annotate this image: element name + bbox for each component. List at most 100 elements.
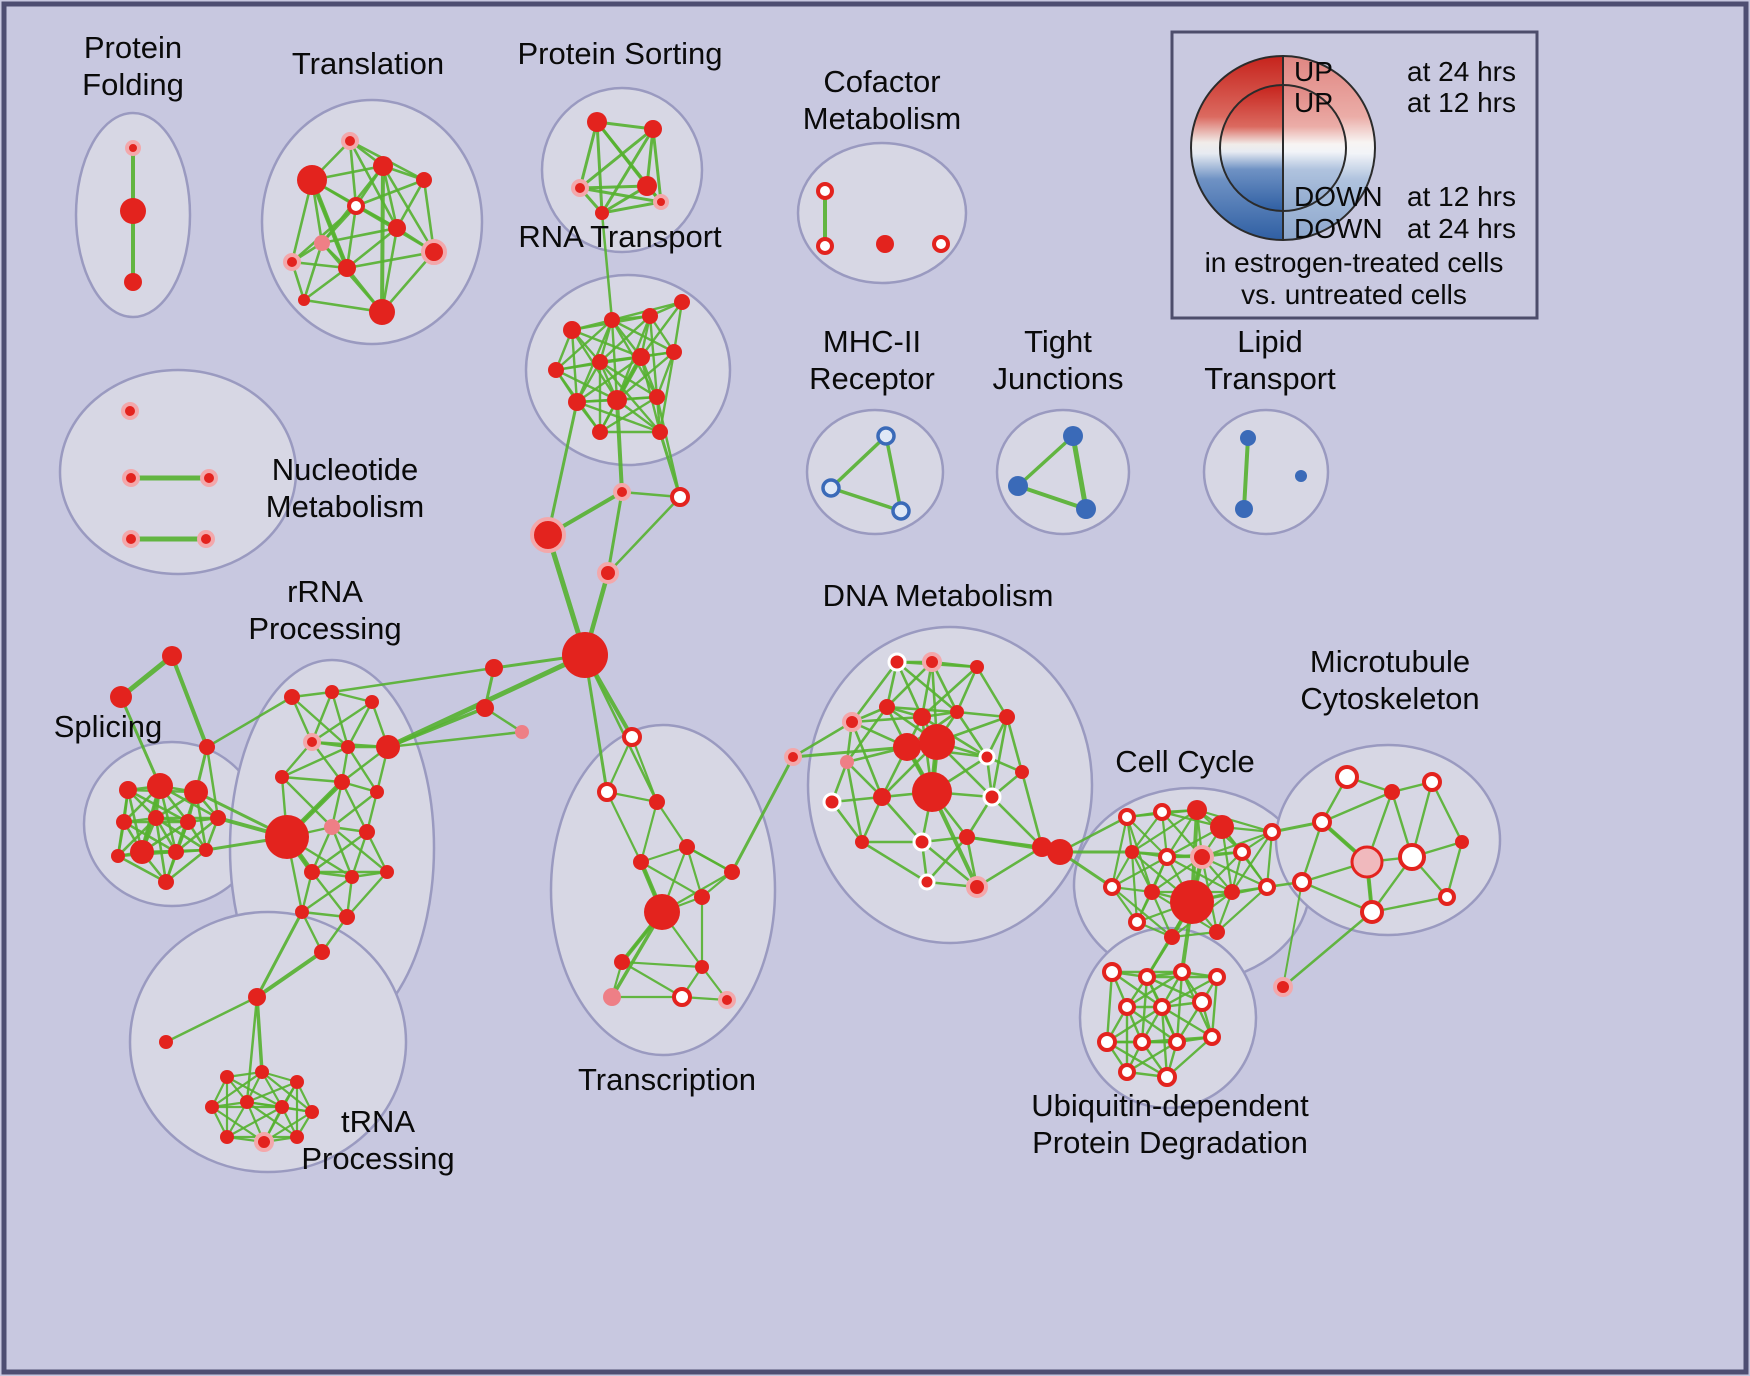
- cluster-ellipse-transcription: [549, 723, 777, 1057]
- network-edge: [730, 755, 795, 874]
- network-edge: [1110, 970, 1164, 1009]
- network-node-cn2: [530, 517, 566, 553]
- network-node-tn3: [255, 1065, 269, 1079]
- network-edge: [651, 127, 663, 204]
- network-node-tr3: [416, 172, 432, 188]
- legend-down-24-time: at 24 hrs: [1407, 213, 1516, 244]
- network-edge: [154, 816, 208, 852]
- network-node-tj0: [1063, 426, 1083, 446]
- network-node-cn4: [562, 632, 608, 678]
- network-node-ub8: [1133, 1033, 1151, 1051]
- network-node-pf2: [124, 273, 142, 291]
- network-edge: [381, 164, 399, 230]
- network-edge: [260, 1070, 314, 1114]
- network-node-lt1: [1235, 500, 1253, 518]
- network-edge: [1105, 1040, 1169, 1079]
- network-edge: [1300, 820, 1324, 884]
- network-node-dm12: [1015, 765, 1029, 779]
- network-edge: [955, 710, 989, 759]
- network-node-rt7: [666, 344, 682, 360]
- network-node-rr13: [345, 870, 359, 884]
- network-node-sp9: [199, 843, 213, 857]
- network-node-ub1: [1138, 968, 1156, 986]
- network-node-cc2: [1187, 800, 1207, 820]
- network-edge: [672, 300, 684, 354]
- network-node-tx7: [614, 954, 630, 970]
- network-node-cc1: [1153, 803, 1171, 821]
- network-edge: [620, 960, 704, 969]
- network-node-rr4: [303, 733, 321, 751]
- network-node-tr5: [314, 235, 330, 251]
- cluster-ellipse-mhc-ii-receptor: [805, 408, 945, 536]
- network-node-tr11: [298, 294, 310, 306]
- network-edge: [955, 710, 1009, 719]
- network-node-ub12: [1157, 1067, 1177, 1087]
- network-node-cc4: [1125, 845, 1139, 859]
- network-node-tr1: [297, 165, 327, 195]
- network-node-cc14: [1128, 913, 1146, 931]
- network-node-ub0: [1102, 962, 1122, 982]
- network-node-dm5: [913, 708, 931, 726]
- network-edge: [1005, 715, 1024, 774]
- network-node-cc10: [1144, 884, 1160, 900]
- network-edge: [1320, 790, 1394, 824]
- network-edge: [575, 355, 643, 404]
- network-node-rt12: [652, 424, 668, 440]
- network-edge: [1160, 1005, 1214, 1039]
- network-edge: [615, 398, 624, 494]
- network-node-ub7: [1097, 1032, 1117, 1052]
- network-edge: [1125, 970, 1184, 1009]
- network-node-nu2: [200, 469, 218, 487]
- network-node-ub6: [1192, 992, 1212, 1012]
- network-edge: [1105, 970, 1114, 1044]
- network-edge: [850, 660, 899, 724]
- network-node-rt5: [592, 354, 608, 370]
- network-node-cn1: [613, 483, 631, 501]
- network-node-sp2: [184, 780, 208, 804]
- cluster-label-translation: Translation: [292, 46, 444, 81]
- network-node-cf3: [932, 235, 950, 253]
- network-node-ps5: [653, 194, 669, 210]
- network-node-tn8: [305, 1105, 319, 1119]
- network-edge: [1282, 881, 1303, 988]
- network-edge: [1281, 910, 1374, 989]
- network-node-dm2: [970, 660, 984, 674]
- network-node-dm15: [912, 772, 952, 812]
- network-edge: [205, 745, 220, 820]
- network-node-tr2: [373, 156, 393, 176]
- network-edge: [600, 127, 655, 215]
- network-edge: [395, 178, 426, 230]
- network-edge: [1150, 890, 1174, 939]
- network-node-sp0: [119, 781, 137, 799]
- network-edge: [975, 665, 1009, 719]
- network-node-tn4: [290, 1075, 304, 1089]
- network-node-tr9: [338, 259, 356, 277]
- network-edge: [255, 910, 304, 999]
- network-node-dm18: [912, 832, 932, 852]
- network-node-cc15: [1164, 929, 1180, 945]
- network-edge: [546, 400, 579, 537]
- network-node-sp1: [147, 773, 173, 799]
- network-edge: [600, 200, 663, 215]
- network-node-ub11: [1118, 1063, 1136, 1081]
- network-node-cc8: [1263, 823, 1281, 841]
- network-edge: [578, 184, 649, 190]
- network-node-dm20: [918, 873, 936, 891]
- network-edge: [639, 300, 684, 359]
- network-edge: [1210, 975, 1219, 1039]
- network-node-ub3: [1208, 968, 1226, 986]
- network-node-ub2: [1173, 963, 1191, 981]
- network-node-sp5: [180, 814, 196, 830]
- network-edge: [245, 995, 259, 1104]
- network-node-cc11: [1170, 880, 1214, 924]
- network-node-cnA: [1047, 839, 1073, 865]
- network-node-tn10: [254, 1132, 274, 1152]
- network-node-nu0: [121, 402, 139, 420]
- network-edge: [1230, 830, 1274, 894]
- network-node-tx9: [603, 988, 621, 1006]
- network-node-mt7: [1360, 900, 1384, 924]
- network-edge: [1105, 1005, 1164, 1044]
- network-edge: [655, 350, 676, 399]
